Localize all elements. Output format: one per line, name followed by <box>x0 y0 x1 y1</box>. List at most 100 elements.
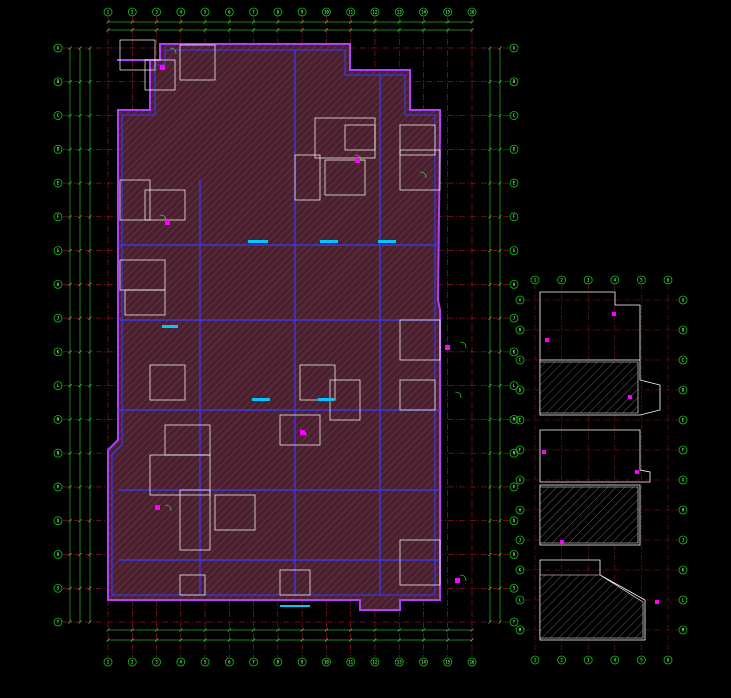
svg-text:2: 2 <box>131 9 134 14</box>
key-grid-bubble-left: D <box>515 385 525 395</box>
svg-text:K: K <box>682 567 685 572</box>
grid-bubble-top: 6 <box>224 7 234 17</box>
svg-text:F: F <box>513 214 516 219</box>
grid-bubble-right: N <box>509 448 519 458</box>
svg-text:D: D <box>513 147 516 152</box>
svg-text:B: B <box>682 327 685 332</box>
svg-text:H: H <box>57 282 60 287</box>
svg-text:A: A <box>519 297 522 302</box>
grid-bubble-bottom: 7 <box>249 657 259 667</box>
key-grid-bubble-left: L <box>515 595 525 605</box>
svg-text:G: G <box>519 477 522 482</box>
grid-bubble-top: 15 <box>443 7 453 17</box>
key-grid-bubble-left: A <box>515 295 525 305</box>
svg-text:S: S <box>513 586 516 591</box>
svg-text:B: B <box>513 79 516 84</box>
grid-bubble-top: 8 <box>273 7 283 17</box>
svg-text:E: E <box>519 417 522 422</box>
svg-text:15: 15 <box>445 659 450 664</box>
key-grid-bubble-left: F <box>515 445 525 455</box>
grid-bubble-top: 13 <box>394 7 404 17</box>
grid-bubble-left: K <box>53 347 63 357</box>
svg-text:2: 2 <box>131 659 134 664</box>
grid-bubble-left: A <box>53 43 63 53</box>
svg-text:T: T <box>57 619 60 624</box>
grid-bubble-right: B <box>509 77 519 87</box>
key-grid-bubble-left: K <box>515 565 525 575</box>
svg-text:E: E <box>513 180 516 185</box>
key-grid-bubble-right: J <box>678 535 688 545</box>
grid-bubble-left: G <box>53 246 63 255</box>
grid-bubble-top: 5 <box>200 7 210 17</box>
svg-text:16: 16 <box>470 9 475 14</box>
svg-text:3: 3 <box>155 9 158 14</box>
grid-bubble-top: 10 <box>321 7 331 17</box>
svg-text:5: 5 <box>640 657 643 662</box>
key-grid-bubble-right: L <box>678 595 688 605</box>
key-grid-bubble-left: E <box>515 415 525 425</box>
svg-text:9: 9 <box>301 9 304 14</box>
svg-text:S: S <box>57 586 60 591</box>
svg-text:R: R <box>57 552 60 557</box>
grid-bubble-right: M <box>509 415 519 424</box>
svg-text:J: J <box>513 316 515 321</box>
grid-bubble-top: 9 <box>297 7 307 17</box>
structural-walls <box>118 50 440 595</box>
svg-text:10: 10 <box>324 9 329 14</box>
grid-bubble-left: F <box>53 212 63 222</box>
key-grid-bubble-bottom: 1 <box>530 655 540 665</box>
svg-text:J: J <box>682 537 684 542</box>
grid-bubble-left: N <box>53 448 63 458</box>
grid-bubble-left: L <box>53 381 63 391</box>
svg-text:1: 1 <box>534 657 537 662</box>
svg-text:10: 10 <box>324 659 329 664</box>
key-grid-bubble-right: M <box>678 625 688 635</box>
svg-text:1: 1 <box>107 9 110 14</box>
svg-text:3: 3 <box>587 277 590 282</box>
svg-text:N: N <box>57 451 60 456</box>
grid-bubble-right: J <box>509 313 519 323</box>
key-plan-outline <box>539 291 661 641</box>
svg-text:T: T <box>513 619 516 624</box>
key-grid-bubble-right: B <box>678 325 688 335</box>
key-grid-bubble-top: 4 <box>610 275 620 285</box>
svg-text:L: L <box>519 597 522 602</box>
key-grid-bubble-right: H <box>678 505 688 515</box>
grid-bubble-right: Q <box>509 516 519 526</box>
svg-text:3: 3 <box>587 657 590 662</box>
grid-bubble-left: H <box>53 279 63 289</box>
svg-text:8: 8 <box>277 659 280 664</box>
svg-text:E: E <box>57 180 60 185</box>
grid-bubble-right: G <box>509 246 519 255</box>
svg-text:F: F <box>682 447 685 452</box>
grid-bubble-bottom: 3 <box>152 657 161 667</box>
grid-bubble-bottom: 1 <box>103 657 113 667</box>
grid-bubble-right: P <box>509 482 519 492</box>
svg-text:M: M <box>682 627 685 632</box>
svg-text:5: 5 <box>204 9 207 14</box>
grid-bubble-top: 11 <box>346 7 356 17</box>
grid-bubble-top: 3 <box>152 7 161 17</box>
main-floor-plan: 1122334455667788991010111112121313141415… <box>53 7 519 667</box>
svg-text:9: 9 <box>301 659 304 664</box>
grid-bubble-right: L <box>509 381 519 391</box>
svg-text:K: K <box>519 567 522 572</box>
svg-text:14: 14 <box>421 9 426 14</box>
svg-text:11: 11 <box>348 9 353 14</box>
svg-text:G: G <box>682 477 685 482</box>
svg-text:15: 15 <box>445 9 450 14</box>
key-grid-bubble-right: D <box>678 385 688 395</box>
grid-bubble-bottom: 13 <box>394 657 404 667</box>
key-grid-bubble-left: C <box>515 355 525 365</box>
svg-text:11: 11 <box>348 659 353 664</box>
svg-text:13: 13 <box>397 659 402 664</box>
key-grid-bubble-right: K <box>678 565 688 575</box>
svg-text:D: D <box>682 387 685 392</box>
key-grid-bubble-left: B <box>515 325 525 335</box>
key-grid-bubble-left: J <box>515 535 525 545</box>
svg-text:13: 13 <box>397 9 402 14</box>
grid-bubble-right: T <box>509 617 519 627</box>
svg-text:L: L <box>682 597 685 602</box>
